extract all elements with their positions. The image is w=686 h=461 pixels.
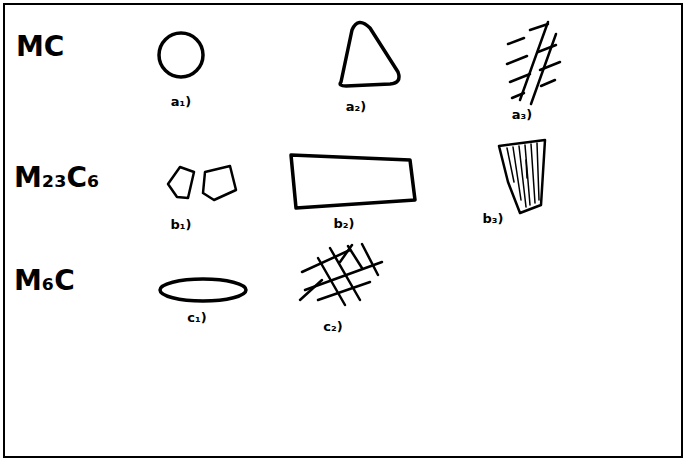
panel-label: b₂) <box>334 217 355 231</box>
outer-frame <box>4 4 682 457</box>
carbide-type: MC <box>16 32 64 63</box>
lamellae <box>507 143 539 207</box>
panel-label: a₁) <box>171 95 191 109</box>
panel-label: b₁) <box>171 218 192 232</box>
large-blocky-carbide <box>291 155 415 208</box>
elongated-carbide <box>160 279 246 301</box>
script-carbide <box>507 22 560 104</box>
panel-label: a₃) <box>512 108 532 122</box>
small-blocky-carbide <box>203 166 236 200</box>
small-blocky-carbide <box>168 167 194 198</box>
needle-carbide <box>300 244 382 305</box>
carbide-type: M₂₃C₆ <box>14 163 99 194</box>
panel-label: c₂) <box>323 320 342 334</box>
carbide-type: M₆C <box>14 266 75 297</box>
lamellar-carbide <box>499 140 545 213</box>
round-carbide <box>159 33 203 77</box>
panel-label: b₃) <box>483 212 504 226</box>
blocky-carbide <box>340 22 399 86</box>
panel-label: c₁) <box>187 311 206 325</box>
panel-label: a₂) <box>346 100 366 114</box>
